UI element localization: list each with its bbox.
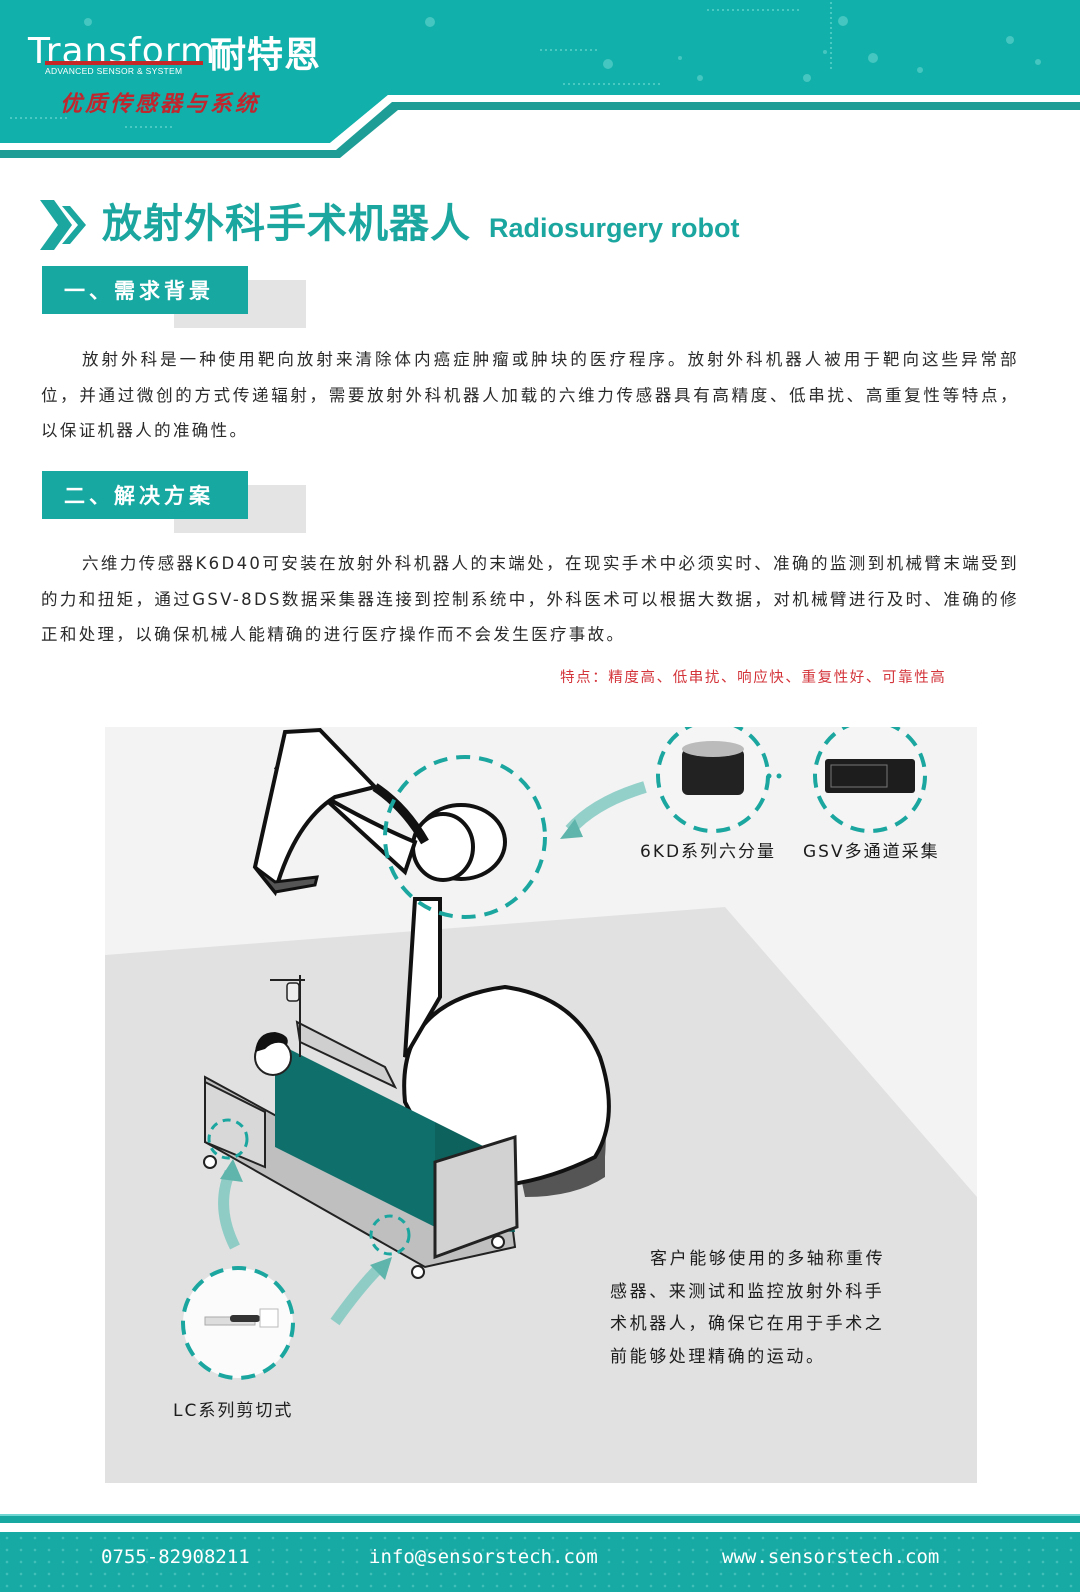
logo-underline — [45, 61, 203, 65]
footer-highlight-line — [0, 1514, 1080, 1516]
double-chevron-right-icon — [40, 200, 86, 250]
header-background — [0, 0, 1080, 158]
product-label-lc: LC系列剪切式 — [173, 1401, 294, 1421]
footer-email[interactable]: info@sensorstech.com — [369, 1546, 598, 1568]
section-heading-solution: 二、解决方案 — [42, 471, 306, 533]
section-heading-label: 二、解决方案 — [42, 471, 248, 519]
slogan: 优质传感器与系统 — [60, 91, 261, 117]
header-banner: Transform ADVANCED SENSOR & SYSTEM 耐特恩 优… — [0, 0, 1080, 160]
logo-tagline: ADVANCED SENSOR & SYSTEM — [45, 66, 183, 76]
background-paragraph: 放射外科是一种使用靶向放射来清除体内癌症肿瘤或肿块的医疗程序。放射外科机器人被用… — [41, 350, 1019, 440]
title-english: Radiosurgery robot — [489, 213, 740, 243]
product-label-gsv: GSV多通道采集 — [803, 842, 940, 862]
footer-pattern — [0, 1532, 1080, 1592]
page-title: 放射外科手术机器人 Radiosurgery robot — [40, 190, 740, 250]
section-heading-background: 一、需求背景 — [42, 266, 306, 328]
features-line: 特点：精度高、低串扰、响应快、重复性好、可靠性高 — [560, 670, 947, 686]
title-chinese: 放射外科手术机器人 — [102, 201, 471, 247]
illustration-panel: 6KD系列六分量 GSV多通道采集 LC系列剪切式 客户能够使用的多轴称重传感器… — [105, 727, 977, 1483]
footer-divider — [0, 1516, 1080, 1523]
section-heading-label: 一、需求背景 — [42, 266, 248, 314]
footer-contact-bar: 0755-82908211 info@sensorstech.com www.s… — [0, 1532, 1080, 1592]
illustration-description: 客户能够使用的多轴称重传感器、来测试和监控放射外科手术机器人，确保它在用于手术之… — [610, 1249, 886, 1367]
solution-paragraph: 六维力传感器K6D40可安装在放射外科机器人的末端处，在现实手术中必须实时、准确… — [41, 554, 1019, 644]
product-label-6kd: 6KD系列六分量 — [640, 842, 777, 862]
radiosurgery-scene-illustration — [105, 727, 977, 1483]
footer-phone[interactable]: 0755-82908211 — [101, 1546, 250, 1568]
footer-website[interactable]: www.sensorstech.com — [722, 1546, 940, 1568]
logo-chinese-name: 耐特恩 — [210, 35, 322, 76]
